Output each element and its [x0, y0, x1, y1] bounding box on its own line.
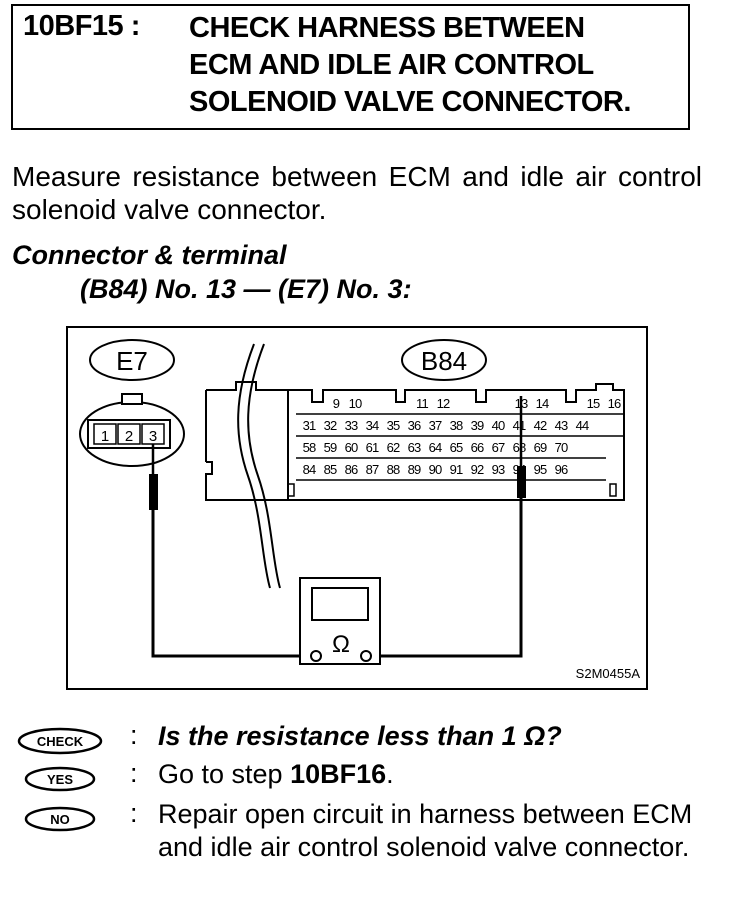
break-line-left — [237, 343, 271, 589]
connector-terminal-label: Connector & terminal — [12, 240, 287, 270]
ecm-pin-69: 69 — [534, 440, 547, 455]
ecm-pin-40: 40 — [492, 418, 505, 433]
e7-probe — [149, 474, 158, 510]
ecm-pin-34: 34 — [366, 418, 379, 433]
step-title-line-2: ECM AND IDLE AIR CONTROL — [189, 49, 594, 81]
ecm-pin-43: 43 — [555, 418, 568, 433]
wire-to-e7 — [151, 510, 312, 658]
ecm-pin-87: 87 — [366, 462, 379, 477]
ecm-pin-16: 16 — [608, 396, 621, 411]
ecm-pin-93: 93 — [492, 462, 505, 477]
no-colon: : — [130, 798, 138, 828]
ecm-pin-33: 33 — [345, 418, 358, 433]
ecm-pin-66: 66 — [471, 440, 484, 455]
ecm-pin-91: 91 — [450, 462, 463, 477]
yes-answer: Go to step 10BF16. — [158, 759, 394, 789]
ecm-pin-59: 59 — [324, 440, 337, 455]
ecm-pin-11: 11 — [416, 396, 428, 411]
ecm-pin-37: 37 — [429, 418, 442, 433]
ecm-pin-67: 67 — [492, 440, 505, 455]
ecm-pin-15: 15 — [587, 396, 600, 411]
ecm-pin-31: 31 — [303, 418, 316, 433]
ecm-pin-85: 85 — [324, 462, 337, 477]
e7-connector: 1 2 3 — [79, 393, 185, 467]
svg-text:YES: YES — [47, 772, 73, 787]
svg-text:CHECK: CHECK — [37, 734, 84, 749]
ecm-pin-41: 41 — [513, 418, 526, 433]
ohm-symbol: Ω — [332, 631, 350, 658]
ecm-pin-60: 60 — [345, 440, 358, 455]
b84-label-ellipse — [401, 339, 487, 381]
ecm-pin-88: 88 — [387, 462, 400, 477]
ecm-pin-58: 58 — [303, 440, 316, 455]
ecm-pin-10: 10 — [349, 396, 362, 411]
ecm-pin-84: 84 — [303, 462, 316, 477]
check-colon: : — [130, 720, 138, 750]
step-code: 10BF15 : — [23, 10, 140, 42]
ecm-pin-63: 63 — [408, 440, 421, 455]
connector-diagram: E7 1 2 3 B84 910111213141516313233343536… — [66, 326, 648, 690]
wire-to-b84 — [374, 498, 523, 658]
e7-label: E7 — [116, 346, 148, 376]
check-badge: CHECK — [17, 727, 103, 755]
ecm-pin-14: 14 — [536, 396, 549, 411]
yes-step-link: 10BF16 — [290, 759, 387, 789]
e7-label-ellipse — [89, 339, 175, 381]
ecm-pin-64: 64 — [429, 440, 442, 455]
ecm-pin-32: 32 — [324, 418, 337, 433]
e7-pin-3: 3 — [149, 428, 157, 445]
ecm-pin-68: 68 — [513, 440, 526, 455]
b84-label: B84 — [421, 346, 467, 376]
ohmmeter-terminal-right — [360, 650, 372, 662]
check-question: Is the resistance less than 1 Ω? — [158, 721, 562, 751]
ecm-pin-42: 42 — [534, 418, 547, 433]
ecm-pin-90: 90 — [429, 462, 442, 477]
instruction-text: Measure resistance between ECM and idle … — [12, 161, 702, 225]
no-answer: Repair open circuit in harness between E… — [158, 799, 693, 862]
ecm-pin-39: 39 — [471, 418, 484, 433]
e7-pin-2: 2 — [125, 428, 133, 445]
step-header-box: 10BF15 : CHECK HARNESS BETWEEN ECM AND I… — [11, 4, 690, 130]
ecm-pin-9: 9 — [333, 396, 340, 411]
ohmmeter: Ω — [299, 577, 381, 665]
ecm-pin-95: 95 — [534, 462, 547, 477]
ohmmeter-terminal-left — [310, 650, 322, 662]
break-line-right — [247, 343, 281, 589]
ecm-pin-44: 44 — [576, 418, 589, 433]
ecm-pin-89: 89 — [408, 462, 421, 477]
ecm-pin-96: 96 — [555, 462, 568, 477]
ecm-pin-12: 12 — [437, 396, 450, 411]
b84-probe — [517, 466, 526, 498]
ecm-pin-61: 61 — [366, 440, 379, 455]
no-badge: NO — [24, 806, 96, 832]
figure-code: S2M0455A — [576, 666, 641, 681]
ecm-pin-grid: 9101112131415163132333435363738394041424… — [303, 396, 622, 477]
yes-badge: YES — [24, 766, 96, 792]
ecm-pin-38: 38 — [450, 418, 463, 433]
ecm-pin-86: 86 — [345, 462, 358, 477]
yes-colon: : — [130, 758, 138, 788]
ecm-pin-62: 62 — [387, 440, 400, 455]
step-title: CHECK HARNESS BETWEEN ECM AND IDLE AIR C… — [189, 10, 631, 121]
ecm-pin-92: 92 — [471, 462, 484, 477]
connector-terminal-spec: (B84) No. 13 — (E7) No. 3: — [80, 274, 412, 304]
ecm-pin-70: 70 — [555, 440, 568, 455]
ecm-pin-36: 36 — [408, 418, 421, 433]
e7-pin-1: 1 — [101, 428, 109, 445]
ecm-pin-35: 35 — [387, 418, 400, 433]
ecm-pin-65: 65 — [450, 440, 463, 455]
step-title-line-1: CHECK HARNESS BETWEEN — [189, 12, 585, 44]
ecm-connector — [205, 381, 625, 501]
svg-text:NO: NO — [50, 812, 70, 827]
step-title-line-3: SOLENOID VALVE CONNECTOR. — [189, 86, 631, 118]
